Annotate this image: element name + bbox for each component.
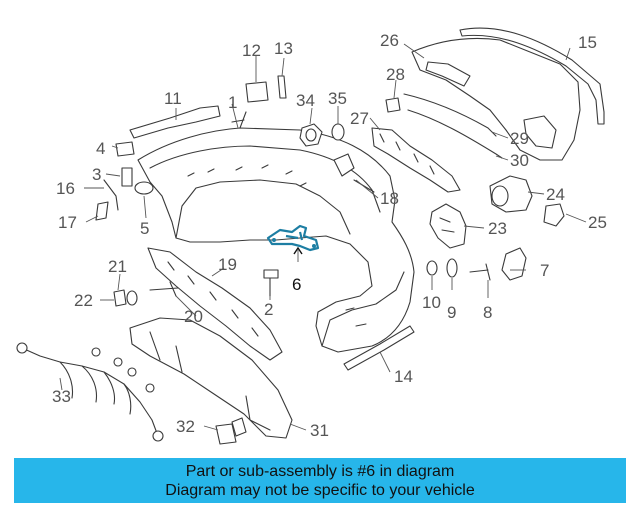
trim-11: [129, 105, 221, 139]
callout-19: 19: [218, 255, 237, 274]
callout-35: 35: [328, 89, 347, 108]
side-bracket-23: [429, 203, 467, 249]
cables-28-29-30: [385, 93, 503, 159]
callout-11: 11: [164, 89, 182, 108]
diffuser-upper: [411, 27, 605, 161]
fasteners-left: [95, 141, 154, 221]
part-12: [245, 81, 269, 103]
part-32: [215, 423, 237, 445]
wiring-harness-33: [16, 342, 164, 442]
banner-line-2: Diagram may not be specific to your vehi…: [165, 481, 475, 499]
part-13: [277, 75, 287, 99]
callout-25: 25: [588, 213, 607, 232]
callout-10: 10: [422, 293, 441, 312]
callout-24: 24: [546, 185, 565, 204]
bolt-2: [263, 269, 279, 297]
parts-34-35: [299, 123, 345, 147]
callout-9: 9: [447, 303, 456, 322]
callout-7: 7: [540, 261, 549, 280]
callout-1: 1: [228, 93, 237, 112]
side-bracket-27: [371, 127, 461, 193]
callout-28: 28: [386, 65, 405, 84]
callout-13: 13: [274, 39, 293, 58]
callout-20: 20: [184, 307, 203, 326]
callout-5: 5: [140, 219, 149, 238]
callout-14: 14: [394, 367, 413, 386]
exhaust-trim-24: [489, 175, 533, 213]
parts-21-22: [113, 289, 138, 307]
callout-6: 6: [292, 275, 301, 294]
part-20-rod: [149, 281, 179, 297]
callout-30: 30: [510, 151, 529, 170]
bracket-7: [501, 247, 527, 281]
callout-22: 22: [74, 291, 93, 310]
bracket-25: [543, 203, 565, 227]
hardware-8-9-10: [426, 258, 491, 281]
callout-23: 23: [488, 219, 507, 238]
callout-15: 15: [578, 33, 597, 52]
lower-bracket-19: [147, 247, 283, 361]
lower-valance-31: [129, 317, 293, 439]
callout-12: 12: [242, 41, 261, 60]
callout-33: 33: [52, 387, 71, 406]
part-18: [333, 153, 375, 193]
callout-31: 31: [310, 421, 329, 440]
callout-21: 21: [108, 257, 127, 276]
callout-labels: 1 2 3 4 5 6 7 8 9 10 11 12 13 14 15 16 1…: [52, 31, 607, 440]
callout-4: 4: [96, 139, 105, 158]
callout-18: 18: [380, 189, 399, 208]
callout-8: 8: [483, 303, 492, 322]
callout-34: 34: [296, 91, 315, 110]
callout-29: 29: [510, 129, 529, 148]
callout-27: 27: [350, 109, 369, 128]
callout-17: 17: [58, 213, 77, 232]
leader-lines: [59, 43, 587, 431]
callout-32: 32: [176, 417, 195, 436]
callout-16: 16: [56, 179, 75, 198]
callout-26: 26: [380, 31, 399, 50]
callout-2: 2: [264, 300, 273, 319]
info-banner: Part or sub-assembly is #6 in diagram Di…: [14, 458, 626, 503]
part-6-bracket: [266, 224, 320, 262]
banner-line-1: Part or sub-assembly is #6 in diagram: [185, 462, 455, 480]
strip-14: [343, 325, 415, 371]
parts-diagram: 1 2 3 4 5 6 7 8 9 10 11 12 13 14 15 16 1…: [16, 27, 607, 445]
callout-3: 3: [92, 165, 101, 184]
